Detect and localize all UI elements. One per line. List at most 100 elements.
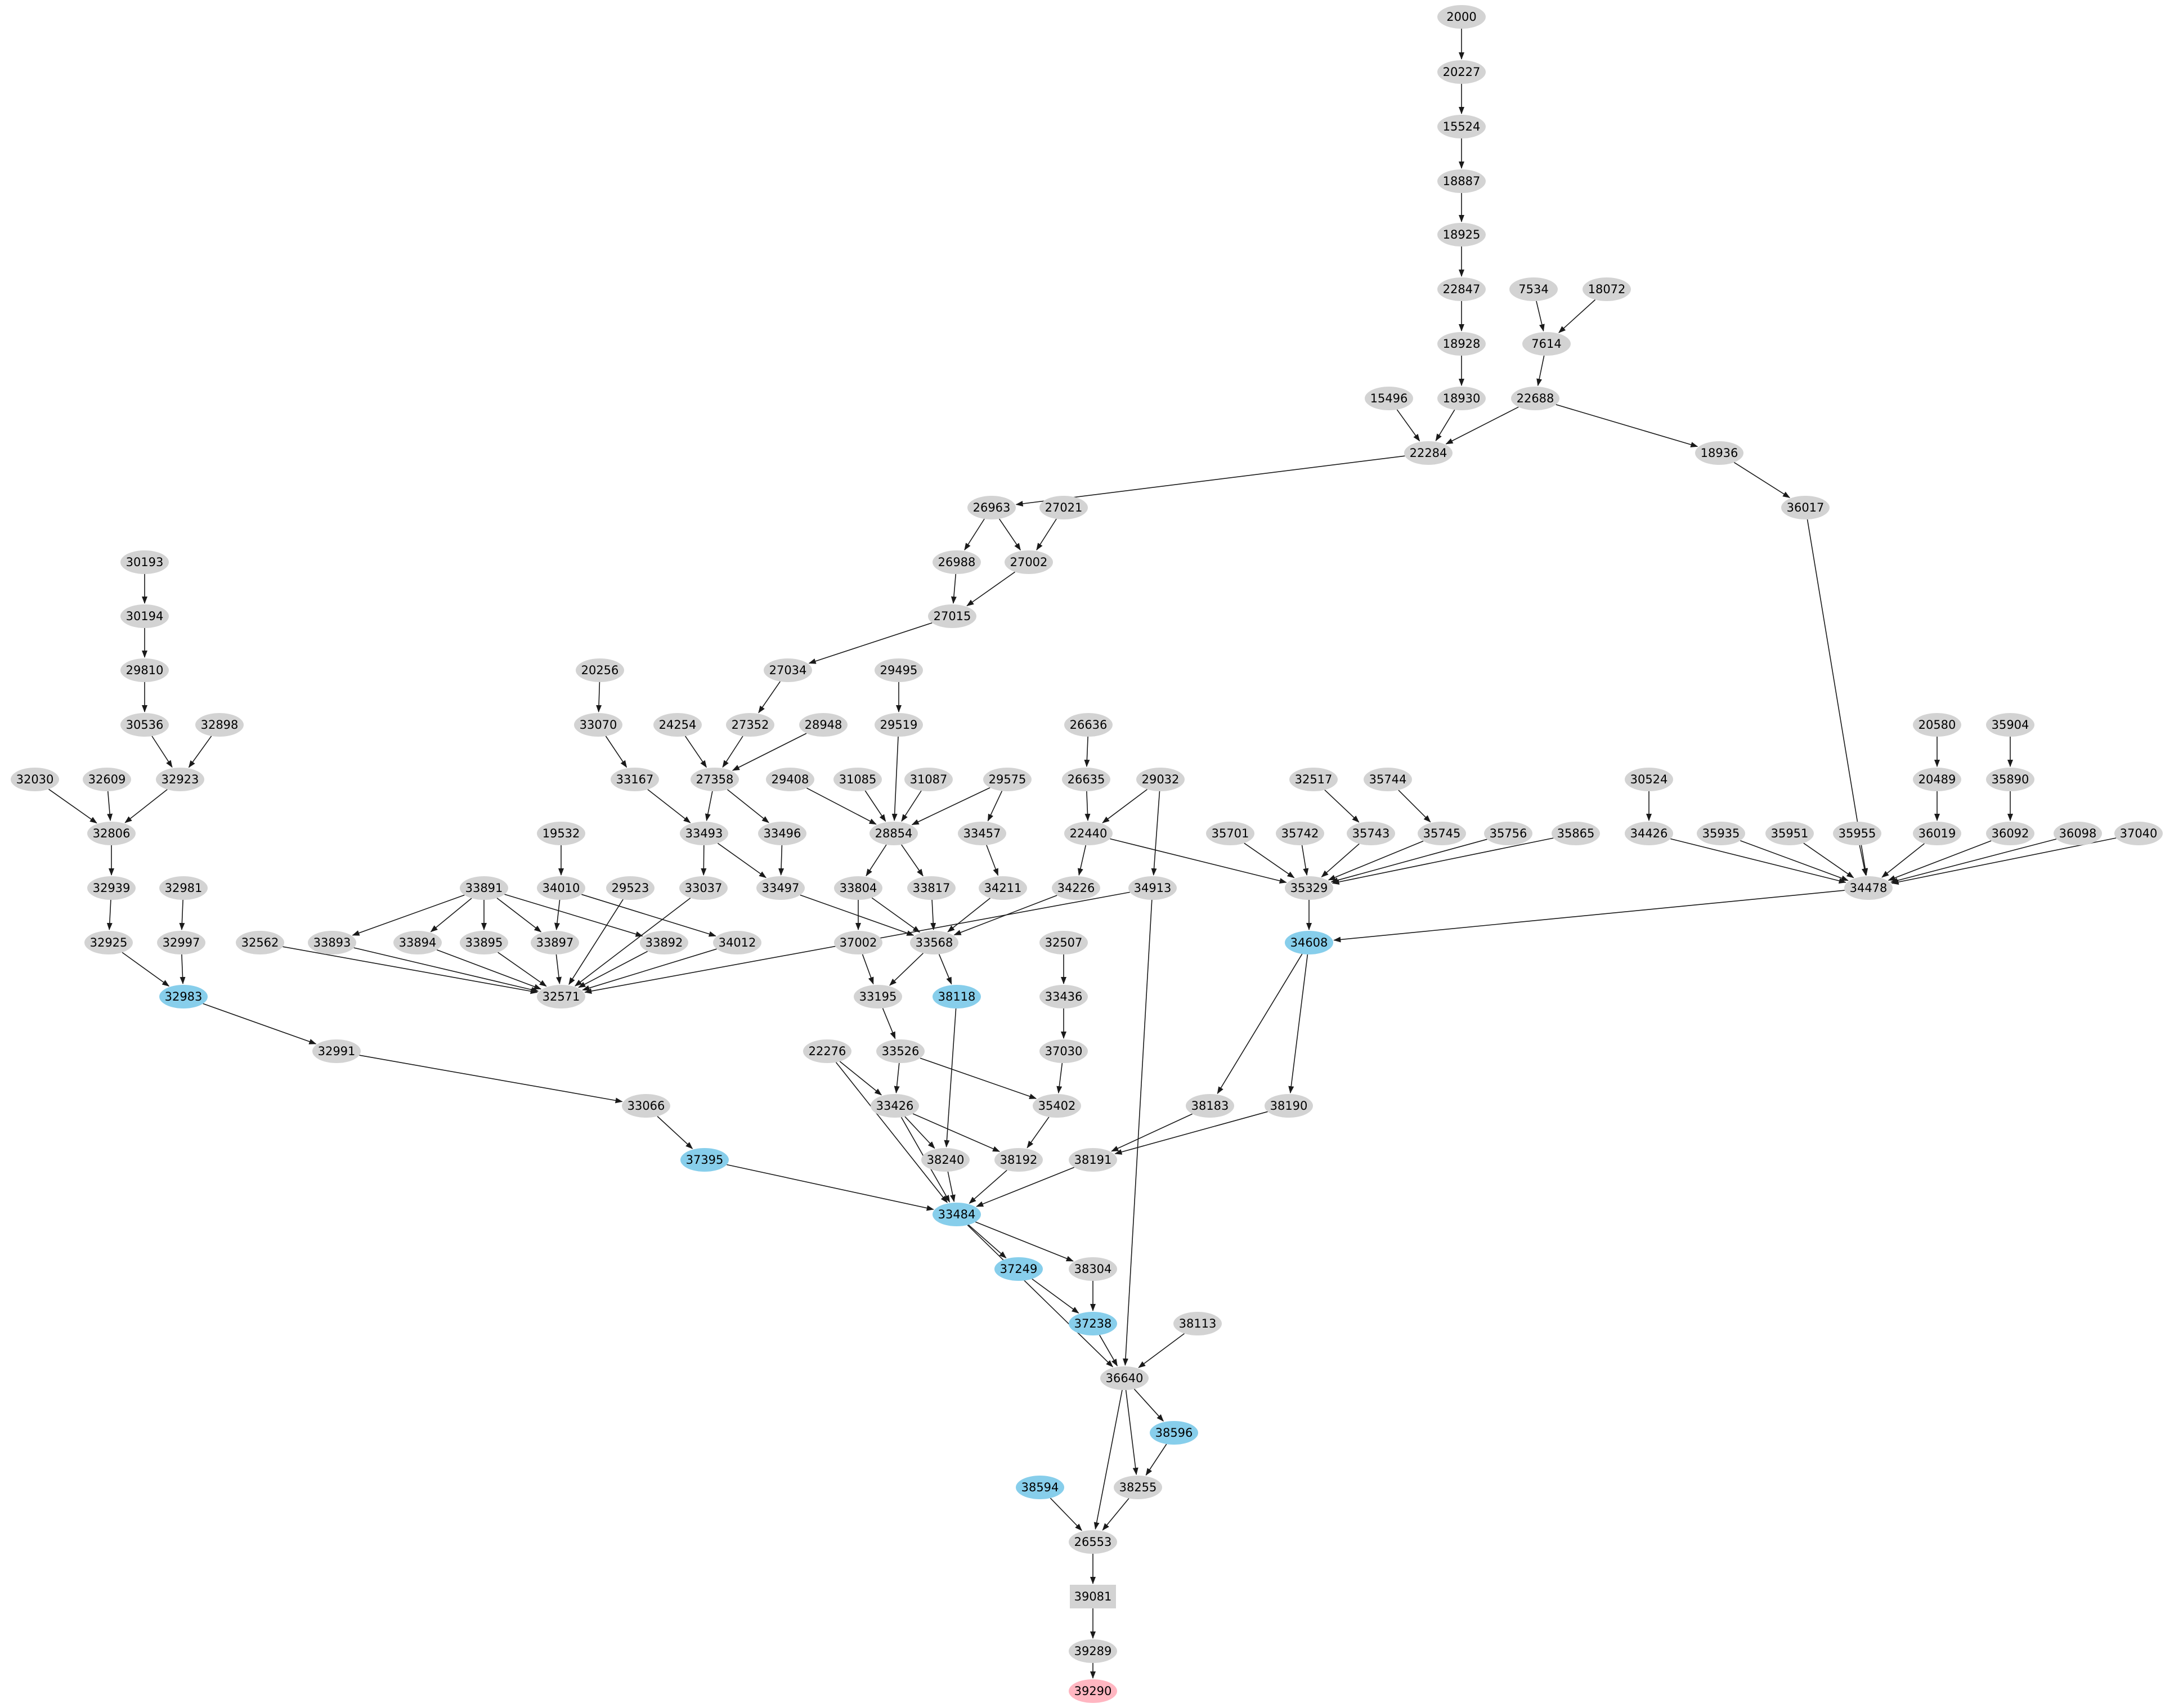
graph-node-33817: 33817 <box>907 876 956 900</box>
graph-node-37249: 37249 <box>994 1257 1043 1281</box>
node-ellipse-shape <box>875 658 923 682</box>
node-ellipse-shape <box>1069 1148 1117 1172</box>
graph-node-34426: 34426 <box>1625 822 1673 845</box>
graph-edge-33493-33037 <box>701 845 707 876</box>
node-ellipse-shape <box>84 931 133 954</box>
graph-node-38255: 38255 <box>1114 1476 1162 1499</box>
graph-node-34010: 34010 <box>537 876 585 900</box>
graph-node-28854: 28854 <box>869 822 918 845</box>
node-ellipse-shape <box>537 985 585 1008</box>
graph-node-33066: 33066 <box>622 1094 670 1118</box>
node-ellipse-shape <box>236 931 284 954</box>
node-ellipse-shape <box>1365 387 1413 410</box>
node-ellipse-shape <box>1986 768 2034 791</box>
graph-node-2000: 2000 <box>1437 5 1486 29</box>
node-ellipse-shape <box>622 1094 670 1118</box>
graph-edge-22440-35329 <box>1110 838 1287 884</box>
node-ellipse-shape <box>1625 768 1673 791</box>
graph-node-33496: 33496 <box>758 822 806 845</box>
graph-edge-33892-32571 <box>578 951 648 988</box>
graph-node-36092: 36092 <box>1986 822 2034 845</box>
node-ellipse-shape <box>653 713 702 737</box>
node-ellipse-shape <box>1552 822 1600 845</box>
graph-node-27352: 27352 <box>726 713 774 737</box>
node-ellipse-shape <box>994 1257 1043 1281</box>
node-ellipse-shape <box>983 768 1032 791</box>
graph-node-15524: 15524 <box>1437 115 1486 138</box>
node-ellipse-shape <box>120 713 169 737</box>
graph-node-38594: 38594 <box>1016 1476 1064 1499</box>
graph-edge-32981-32997 <box>179 899 185 930</box>
graph-node-29495: 29495 <box>875 658 923 682</box>
graph-node-30524: 30524 <box>1625 768 1673 791</box>
node-ellipse-shape <box>1511 387 1559 410</box>
graph-edge-33484-37249 <box>968 1224 1007 1258</box>
node-ellipse-shape <box>195 713 244 737</box>
graph-node-37030: 37030 <box>1039 1039 1088 1063</box>
graph-edge-7614-22688 <box>1536 355 1545 387</box>
graph-node-38240: 38240 <box>921 1148 970 1172</box>
graph-edge-26636-26635 <box>1084 736 1090 767</box>
node-ellipse-shape <box>876 1039 925 1063</box>
graph-edge-34012-32571 <box>582 948 717 991</box>
graph-edge-22284-26963 <box>1015 455 1405 506</box>
node-ellipse-shape <box>159 876 208 900</box>
node-ellipse-shape <box>1437 223 1486 246</box>
graph-edge-36640-38255 <box>1125 1389 1138 1476</box>
graph-node-27002: 27002 <box>1005 550 1053 574</box>
graph-node-33804: 33804 <box>834 876 882 900</box>
graph-node-35904: 35904 <box>1986 713 2034 737</box>
graph-node-35701: 35701 <box>1206 822 1254 845</box>
node-ellipse-shape <box>1697 822 1745 845</box>
node-ellipse-shape <box>1128 876 1177 900</box>
node-ellipse-shape <box>1765 822 1814 845</box>
graph-edge-35402-38192 <box>1027 1117 1050 1149</box>
node-ellipse-shape <box>871 1094 919 1118</box>
graph-edge-28948-27358 <box>732 733 807 771</box>
node-ellipse-shape <box>713 931 761 954</box>
graph-edge-33066-37395 <box>657 1116 693 1149</box>
graph-node-33436: 33436 <box>1039 985 1088 1008</box>
graph-edge-33891-33893 <box>352 894 465 936</box>
graph-edge-38192-33484 <box>969 1169 1007 1204</box>
graph-node-28948: 28948 <box>799 713 848 737</box>
node-box-shape <box>1070 1585 1116 1608</box>
graph-node-37395: 37395 <box>680 1148 729 1172</box>
node-ellipse-shape <box>460 876 508 900</box>
graph-node-32925: 32925 <box>84 931 133 954</box>
graph-edge-22440-34226 <box>1077 845 1087 876</box>
graph-node-32991: 32991 <box>312 1039 361 1063</box>
node-ellipse-shape <box>910 931 958 954</box>
graph-node-31087: 31087 <box>904 768 953 791</box>
graph-edge-27034-27352 <box>758 681 781 714</box>
node-ellipse-shape <box>1173 1312 1222 1335</box>
node-ellipse-shape <box>907 876 956 900</box>
graph-node-33457: 33457 <box>958 822 1006 845</box>
node-ellipse-shape <box>933 550 981 574</box>
node-ellipse-shape <box>928 604 976 628</box>
node-ellipse-shape <box>1437 277 1486 301</box>
node-ellipse-shape <box>1833 822 1881 845</box>
node-ellipse-shape <box>1069 1530 1117 1554</box>
graph-edge-36092-34478 <box>1888 840 1992 881</box>
graph-node-32981: 32981 <box>159 876 208 900</box>
graph-node-32571: 32571 <box>537 985 585 1008</box>
graph-node-34211: 34211 <box>979 876 1027 900</box>
graph-edge-33484-36640 <box>967 1225 1114 1368</box>
graph-edge-26635-22440 <box>1084 791 1091 821</box>
graph-node-36640: 36640 <box>1100 1366 1149 1390</box>
graph-edge-15496-22284 <box>1396 409 1420 442</box>
node-ellipse-shape <box>1069 1257 1117 1281</box>
graph-node-32609: 32609 <box>83 768 131 791</box>
graph-edge-30536-32923 <box>151 736 173 768</box>
graph-edge-35955-34478 <box>1859 845 1867 876</box>
node-ellipse-shape <box>1583 277 1631 301</box>
node-ellipse-shape <box>120 658 169 682</box>
node-ellipse-shape <box>799 713 848 737</box>
graph-edge-29032-34913 <box>1151 791 1160 876</box>
graph-edge-33526-35402 <box>920 1057 1037 1099</box>
graph-edge-36019-34478 <box>1881 843 1925 878</box>
node-ellipse-shape <box>726 713 774 737</box>
graph-edge-22276-33484 <box>835 1062 948 1203</box>
graph-edge-33897-32571 <box>555 954 562 984</box>
